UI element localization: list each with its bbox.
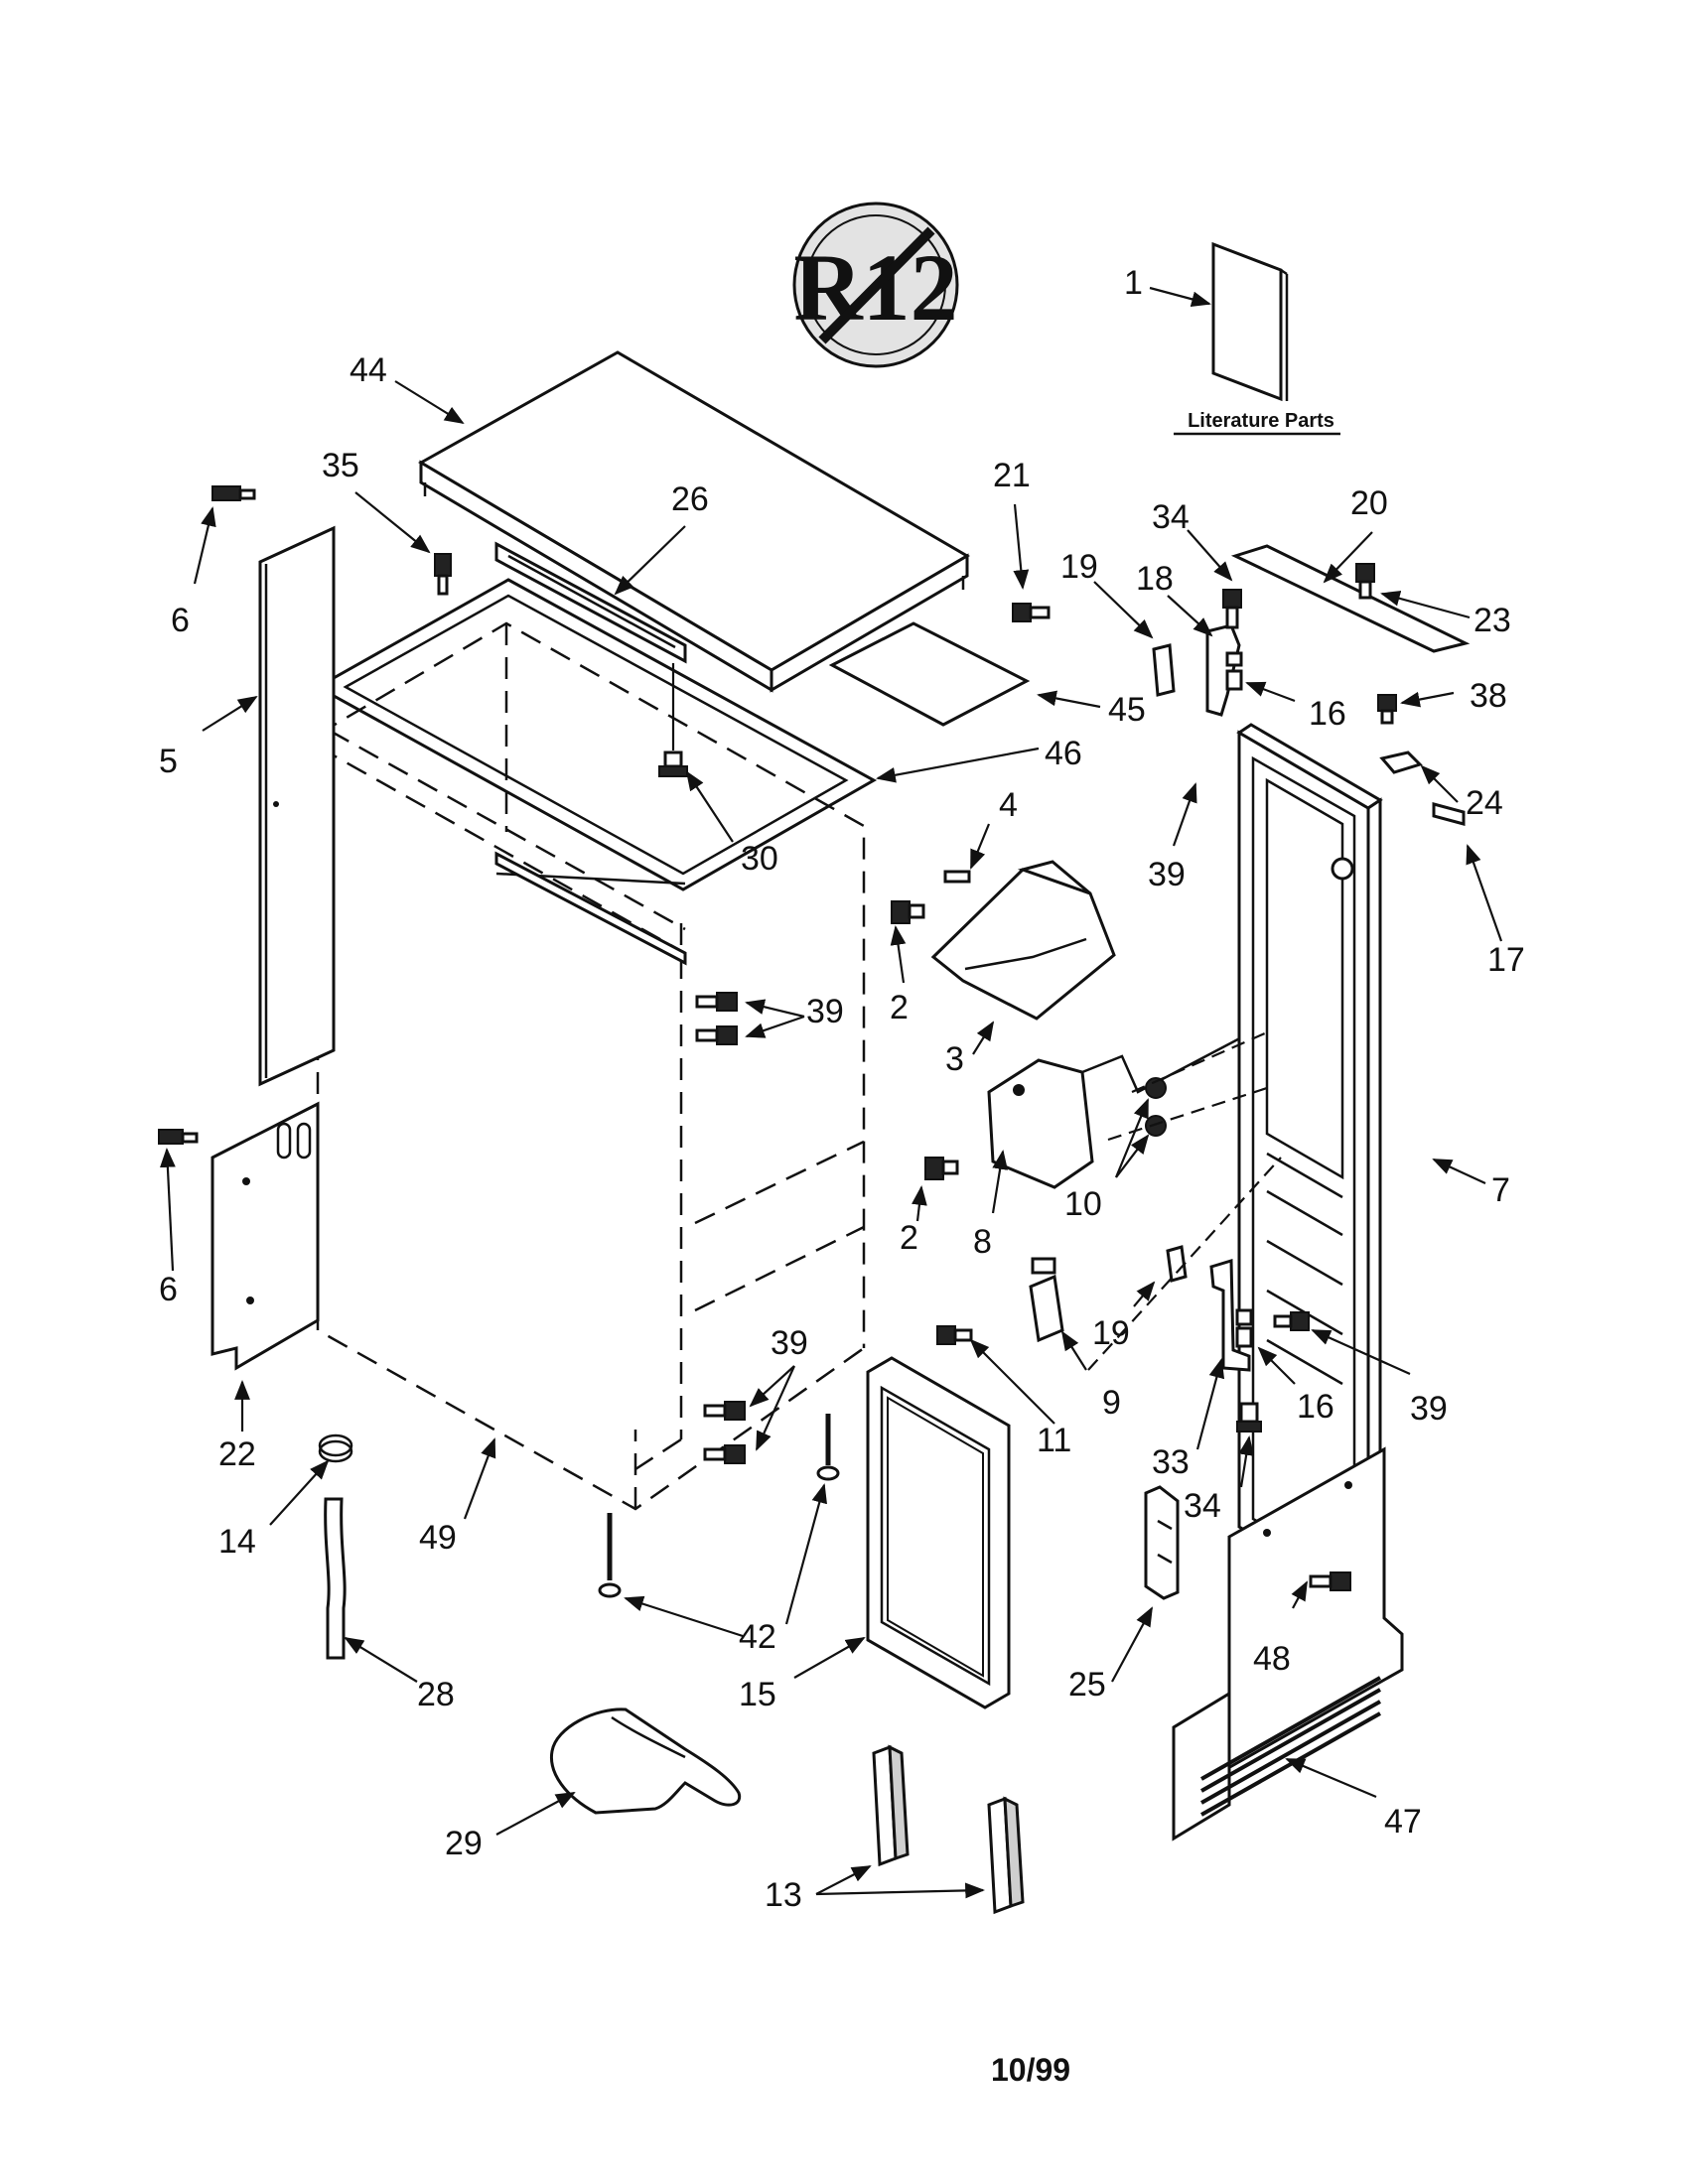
screw-2-lower (924, 1157, 959, 1180)
callout-16-top: 16 (1309, 695, 1346, 733)
callout-39-door-bottom: 39 (1410, 1390, 1448, 1428)
callout-2-lower: 2 (900, 1219, 918, 1257)
side-panel (258, 525, 336, 1087)
lower-hinge-assembly (1166, 1245, 1310, 1433)
bracket-9 (1029, 1257, 1064, 1343)
no-r12-badge: R12 (792, 202, 959, 368)
callout-6-top: 6 (171, 602, 190, 639)
support-13-left (872, 1744, 910, 1867)
callout-44: 44 (350, 351, 387, 389)
callout-30: 30 (741, 840, 778, 878)
callout-16-bottom: 16 (1297, 1388, 1334, 1426)
screw-2-upper (891, 900, 925, 924)
callout-17: 17 (1487, 941, 1525, 979)
leg-42-right (816, 1414, 840, 1481)
callout-labels: 1 44 35 26 21 34 20 19 18 23 6 45 16 38 … (159, 264, 1525, 1914)
callout-39-door-top: 39 (1148, 856, 1186, 893)
clamp-14 (318, 1433, 353, 1463)
callout-39-cabinet-upper: 39 (806, 993, 844, 1030)
callout-11: 11 (1037, 1422, 1071, 1459)
callout-8: 8 (973, 1223, 992, 1261)
top-panel (417, 350, 970, 693)
ice-chute (930, 860, 1116, 1021)
callout-6-bottom: 6 (159, 1271, 178, 1308)
screw-21 (1012, 603, 1051, 622)
label (828, 621, 1031, 727)
callout-7: 7 (1491, 1171, 1510, 1209)
callout-4: 4 (999, 786, 1018, 824)
callout-2-upper: 2 (890, 989, 909, 1026)
callout-13: 13 (765, 1876, 802, 1914)
literature-parts: Literature Parts (1174, 241, 1340, 436)
callout-49: 49 (419, 1519, 457, 1557)
callout-5: 5 (159, 743, 178, 780)
callout-25: 25 (1068, 1666, 1106, 1704)
callout-21: 21 (993, 457, 1031, 494)
door-top-strip (1230, 544, 1471, 653)
callout-46: 46 (1045, 735, 1082, 772)
callout-19-top: 19 (1060, 548, 1098, 586)
screw-11 (936, 1325, 973, 1345)
screw-48 (1309, 1571, 1351, 1591)
cabinet (316, 621, 866, 1511)
callout-48: 48 (1253, 1640, 1291, 1678)
bracket-25 (1144, 1485, 1180, 1600)
callout-9: 9 (1102, 1384, 1121, 1422)
callout-33: 33 (1152, 1443, 1190, 1481)
screw-6-bottom (158, 1129, 199, 1145)
callout-42: 42 (739, 1618, 776, 1656)
screws-10 (1145, 1077, 1167, 1137)
callout-18: 18 (1136, 560, 1174, 598)
block-8 (987, 1030, 1252, 1189)
callout-28: 28 (417, 1676, 455, 1713)
ice-scoop (549, 1707, 742, 1815)
screw-23 (1355, 563, 1375, 600)
callout-3: 3 (945, 1040, 964, 1078)
callout-38: 38 (1470, 677, 1507, 715)
callout-24: 24 (1466, 784, 1503, 822)
callout-45: 45 (1108, 691, 1146, 729)
door-frame-gasket (866, 1356, 1011, 1709)
callout-26: 26 (671, 480, 709, 518)
drain-hose (324, 1497, 347, 1660)
callout-19-bottom: 19 (1092, 1314, 1130, 1352)
plug-24 (1379, 751, 1423, 774)
callout-20: 20 (1350, 484, 1388, 522)
callout-23: 23 (1474, 602, 1511, 639)
leg-42-left (598, 1513, 622, 1598)
callout-14: 14 (218, 1523, 256, 1561)
callout-1: 1 (1124, 264, 1143, 302)
date-code: 10/99 (991, 2052, 1070, 2088)
support-13-right (987, 1796, 1025, 1915)
callout-39-cabinet-lower: 39 (771, 1324, 808, 1362)
upper-hinge-assembly (1152, 589, 1243, 717)
callout-29: 29 (445, 1825, 483, 1862)
callout-34-top: 34 (1152, 498, 1190, 536)
callout-47: 47 (1384, 1803, 1422, 1841)
pin-4 (943, 870, 971, 884)
rear-panel (210, 1101, 320, 1371)
screw-35 (434, 553, 452, 596)
screw-38 (1377, 694, 1397, 725)
callout-10: 10 (1064, 1185, 1102, 1223)
screw-6-top (211, 485, 256, 501)
front-rail (494, 541, 687, 664)
callout-15: 15 (739, 1676, 776, 1713)
callout-34-bottom: 34 (1184, 1487, 1221, 1525)
leader-lines (159, 286, 1503, 1899)
screws-39-upper (695, 992, 738, 1045)
literature-parts-label: Literature Parts (1188, 410, 1334, 432)
gasket (314, 578, 878, 891)
clip-17 (1432, 802, 1466, 826)
callout-35: 35 (322, 447, 359, 484)
screws-39-lower (703, 1401, 746, 1464)
door (1236, 723, 1383, 1605)
kickplate (1172, 1446, 1404, 1842)
callout-22: 22 (218, 1435, 256, 1473)
